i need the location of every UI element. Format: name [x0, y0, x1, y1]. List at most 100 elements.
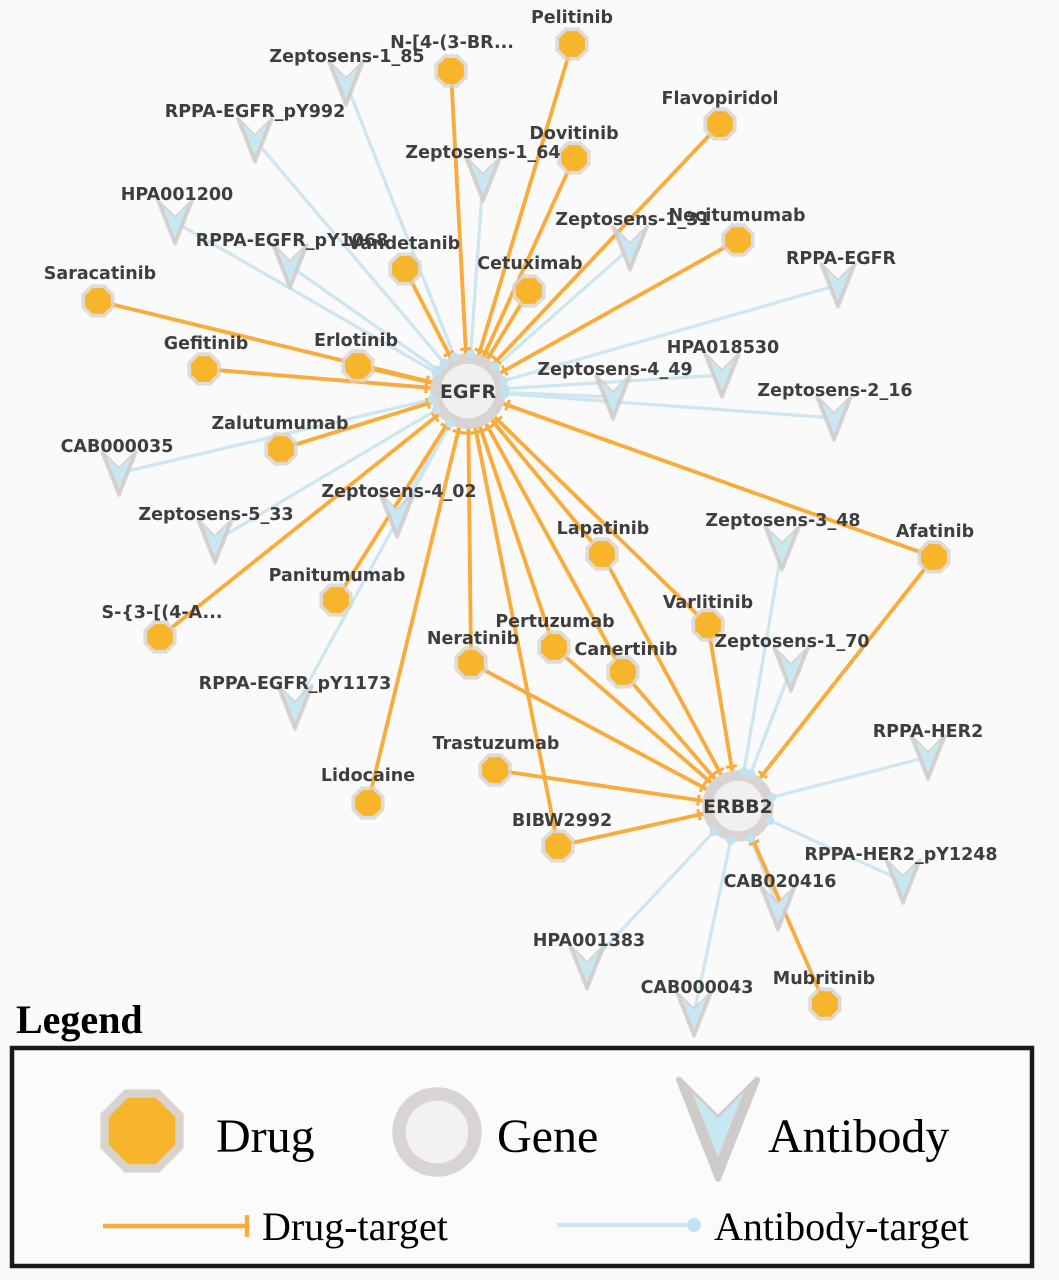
label-erlotinib: Erlotinib	[314, 331, 398, 351]
node-antibody-rppa-her2[interactable]	[909, 734, 947, 781]
node-antibody-cab000035[interactable]	[100, 450, 138, 497]
node-drug-lapatinib[interactable]	[585, 537, 619, 571]
edge-tee-erlotinib	[424, 375, 430, 388]
node-drug-trastuzumab[interactable]	[478, 753, 512, 787]
node-drug-lidocaine[interactable]	[351, 786, 385, 820]
node-antibody-hpa018530[interactable]	[703, 352, 741, 399]
node-antibody-rppa-egfr-py1173[interactable]	[276, 684, 314, 731]
label-cab020416: CAB020416	[724, 872, 837, 892]
node-drug-cetuximab[interactable]	[512, 274, 546, 308]
edge-drug-target-afatinib-erbb2	[736, 555, 936, 808]
node-drug-s-3-4-a[interactable]	[143, 620, 177, 654]
node-antibody-zeptosens-4-02[interactable]	[378, 492, 416, 539]
node-drug-erlotinib[interactable]	[341, 349, 375, 383]
label-rppa-egfr: RPPA-EGFR	[786, 249, 897, 269]
node-drug-canertinib[interactable]	[606, 655, 640, 689]
edge-tee-n-4-3-br	[460, 347, 472, 351]
label-zeptosens-1-64: Zeptosens-1_64	[405, 143, 560, 163]
edge-dot-zeptosens-1-70	[746, 768, 756, 778]
node-drug-bibw2992[interactable]	[541, 829, 575, 863]
edge-dot-rppa-egfr-py992	[439, 358, 449, 368]
node-antibody-zeptosens-5-33[interactable]	[196, 518, 234, 565]
label-rppa-egfr-py1173: RPPA-EGFR_pY1173	[199, 674, 392, 694]
node-gene-egfr[interactable]: EGFR	[430, 353, 506, 429]
legend-drug-target-label: Drug-target	[262, 1204, 448, 1249]
edge-antibody-target-zeptosens-2-16-egfr	[467, 389, 835, 420]
edge-tee-bibw2992	[696, 808, 702, 821]
edge-tee-varlitinib	[493, 415, 503, 426]
label-rppa-egfr-py1068: RPPA-EGFR_pY1068	[196, 231, 389, 251]
node-antibody-hpa001383[interactable]	[568, 944, 606, 991]
edge-dot-zeptosens-5-33	[431, 405, 441, 415]
label-mubritinib: Mubritinib	[773, 969, 875, 989]
node-antibody-hpa001200[interactable]	[156, 199, 194, 246]
node-antibody-rppa-egfr-py1068[interactable]	[271, 243, 309, 290]
edge-tee-s-3-4-a	[430, 411, 440, 423]
legend-drug-target-line	[103, 1215, 250, 1237]
label-zeptosens-4-49: Zeptosens-4_49	[537, 360, 692, 380]
node-antibody-zeptosens-4-49[interactable]	[594, 374, 632, 421]
label-zeptosens-5-33: Zeptosens-5_33	[138, 505, 293, 525]
edge-antibody-target-rppa-egfr-py1173-egfr	[293, 390, 470, 708]
edge-dot-cab000043	[726, 835, 736, 845]
node-antibody-cab000043[interactable]	[675, 991, 713, 1038]
edge-drug-target-afatinib-egfr	[467, 389, 935, 559]
edge-dot-cab000035	[427, 394, 437, 404]
node-drug-afatinib[interactable]	[917, 540, 951, 574]
node-drug-vandetanib[interactable]	[388, 252, 422, 286]
node-drug-n-4-3-br[interactable]	[434, 54, 468, 88]
label-pertuzumab: Pertuzumab	[495, 612, 614, 632]
edge-tee-trastuzumab	[696, 794, 701, 806]
node-antibody-zeptosens-3-48[interactable]	[763, 525, 801, 572]
edge-tee-necitumumab	[500, 364, 509, 377]
node-drug-varlitinib[interactable]	[691, 608, 725, 642]
label-zeptosens-1-70: Zeptosens-1_70	[714, 632, 869, 652]
node-drug-flavopiridol[interactable]	[703, 107, 737, 141]
legend-drug-label: Drug	[216, 1110, 315, 1163]
label-s-3-4-a: S-{3-[(4-A...	[101, 603, 222, 623]
edge-drug-target-pelitinib-egfr	[466, 43, 574, 392]
node-antibody-zeptosens-1-64[interactable]	[464, 156, 502, 203]
label-saracatinib: Saracatinib	[44, 264, 156, 284]
edge-drug-target-n-4-3-br-egfr	[449, 70, 470, 392]
label-gefitinib: Gefitinib	[164, 334, 249, 354]
node-drug-neratinib[interactable]	[454, 646, 488, 680]
edge-dot-rppa-egfr	[499, 376, 509, 386]
node-antibody-zeptosens-1-85[interactable]	[327, 60, 365, 107]
node-antibody-zeptosens-2-16[interactable]	[815, 395, 853, 442]
node-antibody-rppa-egfr-py992[interactable]	[236, 117, 274, 164]
node-drug-pelitinib[interactable]	[555, 27, 589, 61]
edge-antibody-target-zeptosens-5-33-egfr	[214, 389, 469, 543]
edge-tee-vandetanib	[443, 349, 455, 358]
node-antibody-cab020416[interactable]	[759, 885, 797, 932]
node-drug-panitumumab[interactable]	[319, 583, 353, 617]
label-hpa001200: HPA001200	[121, 185, 233, 205]
edge-drug-target-lapatinib-erbb2	[600, 553, 740, 807]
node-drug-gefitinib[interactable]	[187, 352, 221, 386]
node-gene-erbb2[interactable]: ERBB2	[702, 770, 774, 842]
node-antibody-zeptosens-1-70[interactable]	[772, 646, 810, 693]
node-drug-pertuzumab[interactable]	[537, 630, 571, 664]
gene-label-erbb2: ERBB2	[703, 796, 773, 818]
label-necitumumab: Necitumumab	[669, 206, 806, 226]
node-drug-necitumumab[interactable]	[721, 223, 755, 257]
edge-drug-target-neratinib-egfr	[466, 390, 473, 664]
node-antibody-rppa-her2-py1248[interactable]	[884, 858, 922, 905]
node-drug-dovitinib[interactable]	[557, 141, 591, 175]
edge-drug-target-neratinib-erbb2	[470, 661, 739, 808]
node-drug-saracatinib[interactable]	[81, 284, 115, 318]
label-zeptosens-4-02: Zeptosens-4_02	[321, 482, 476, 502]
edge-drug-target-necitumumab-egfr	[467, 238, 739, 393]
node-drug-mubritinib[interactable]	[808, 987, 842, 1021]
node-antibody-rppa-egfr[interactable]	[819, 262, 857, 309]
edge-tee-mubritinib	[748, 839, 760, 847]
node-antibody-zeptosens-1-31[interactable]	[611, 225, 649, 272]
label-canertinib: Canertinib	[575, 640, 678, 660]
node-drug-zalutumumab[interactable]	[264, 432, 298, 466]
edge-antibody-target-rppa-egfr-py992-egfr	[253, 138, 470, 393]
label-neratinib: Neratinib	[427, 629, 519, 649]
edge-tee-pertuzumab	[703, 774, 713, 785]
edge-antibody-target-zeptosens-1-85-egfr	[344, 82, 470, 392]
